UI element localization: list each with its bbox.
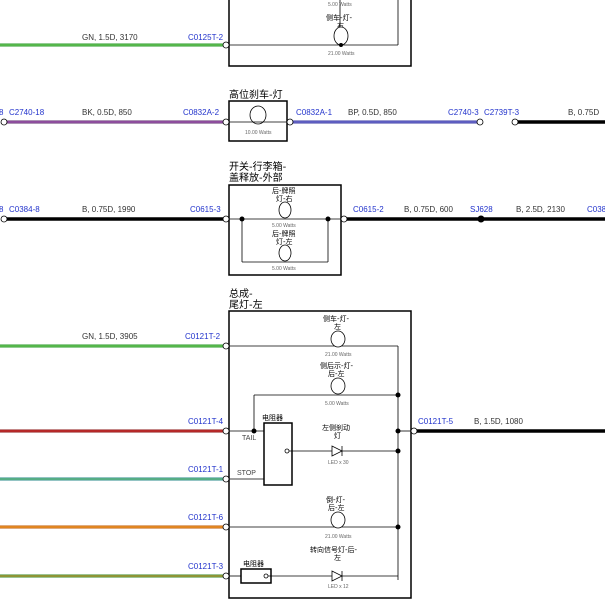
led1-label-1: 左侧刹动 <box>322 423 350 432</box>
lamp1-label-2: 灯-右 <box>276 194 293 203</box>
tail-title-1: 总成- <box>229 287 253 300</box>
led1-count: LED x 30 <box>328 460 349 466</box>
wire-2-conn-right1: C2740-3 <box>448 108 479 117</box>
bulb-icon <box>278 201 292 219</box>
led-icon <box>331 445 343 457</box>
wire-3-conn-mid-left: C0615-3 <box>190 205 221 214</box>
wire-2-conn-right2: C2739T-3 <box>484 108 520 117</box>
wire-7-connector: C0121T-6 <box>188 513 224 522</box>
resistor1-label: 电阻器 <box>262 413 283 422</box>
wire-2-far-left: 8 <box>0 108 4 117</box>
wire-2-conn-mid-right: C0832A-1 <box>296 108 333 117</box>
wire-3-splice: SJ628 <box>470 205 493 214</box>
resistor2-label: 电阻器 <box>243 559 264 568</box>
wire-4-connector: C0121T-2 <box>185 332 221 341</box>
side-rear-label-1: 侧后示-灯- <box>320 361 354 370</box>
wire-8-connector: C0121T-3 <box>188 562 224 571</box>
wire-2-spec-left: BK, 0.5D, 850 <box>82 108 132 117</box>
wire-4-spec: GN, 1.5D, 3905 <box>82 332 138 341</box>
wire-3-far-left: 8 <box>0 205 4 214</box>
wire-6-connector: C0121T-1 <box>188 465 224 474</box>
wire-2-conn-left: C2740-18 <box>9 108 45 117</box>
wire-3-spec-left: B, 0.75D, 1990 <box>82 205 136 214</box>
wire-3-spec-mid: B, 0.75D, 600 <box>404 205 453 214</box>
side-lamp-label-1: 侧车-灯- <box>323 314 350 323</box>
reverse-watts: 21.00 Watts <box>325 534 352 540</box>
bulb-icon <box>330 330 346 348</box>
wire-1-spec: GN, 1.5D, 3170 <box>82 33 138 42</box>
top-lamp-watts: 21.00 Watts <box>328 51 355 57</box>
lamp2-watts: 5.00 Watts <box>272 266 296 272</box>
wire-6: C0121T-1 <box>0 465 230 483</box>
wire-3-conn-mid-right: C0615-2 <box>353 205 384 214</box>
lamp2-label-2: 灯-左 <box>276 237 293 246</box>
wire-4: GN, 1.5D, 3905 C0121T-2 <box>0 332 230 350</box>
led-icon <box>331 570 343 582</box>
wire-5: C0121T-4 C0121T-5 B, 1.5D, 1080 <box>0 417 605 435</box>
trunk-title-1: 开关-行李箱- <box>229 160 287 173</box>
reverse-label-2: 后-左 <box>328 503 345 512</box>
wire-5-connector: C0121T-4 <box>188 417 224 426</box>
wire-5-out-connector: C0121T-5 <box>418 417 454 426</box>
led1-label-2: 灯 <box>334 431 341 440</box>
top-lamp-label-1: 侧车-灯- <box>326 13 353 22</box>
wire-2: 8 C2740-18 BK, 0.5D, 850 C0832A-2 C0832A… <box>0 108 605 126</box>
led2-label-1: 转向信号灯-后- <box>310 545 358 554</box>
wire-3: 8 C0384-8 B, 0.75D, 1990 C0615-3 C0615-2… <box>0 205 605 223</box>
lamp1-label-1: 后-牌照 <box>272 186 296 195</box>
wire-8: C0121T-3 <box>0 562 230 580</box>
trunk-switch-box: 开关-行李箱- 盖释放-外部 后-牌照 灯-右 5.00 Watts 后-牌照 … <box>228 160 342 276</box>
reverse-label-1: 倒-灯- <box>326 495 346 504</box>
wire-5-out-spec: B, 1.5D, 1080 <box>474 417 523 426</box>
lamp2-label-1: 后-牌照 <box>272 229 296 238</box>
pin-stop: STOP <box>237 470 256 477</box>
wire-1: GN, 1.5D, 3170 C0125T-2 <box>0 33 230 49</box>
top-lamp-box: 5.00 Watts 侧车-灯- 右 21.00 Watts <box>228 0 412 67</box>
bulb-icon <box>330 511 346 529</box>
wire-2-spec-far-right: B, 0.75D <box>568 108 599 117</box>
tail-assembly-box: 总成- 尾灯-左 侧车-灯- 左 21.00 Watts 侧后示-灯- 后-左 … <box>228 287 412 599</box>
side-lamp-label-2: 左 <box>334 322 341 331</box>
wire-1-connector: C0125T-2 <box>188 33 224 42</box>
bulb-icon <box>330 377 346 395</box>
lamp1-watts: 5.00 Watts <box>272 223 296 229</box>
trunk-title-2: 盖释放-外部 <box>229 171 283 184</box>
wire-3-conn-far-right: C038 <box>587 205 605 214</box>
side-rear-label-2: 后-左 <box>328 369 345 378</box>
high-brake-watts: 10.00 Watts <box>245 130 272 136</box>
high-brake-title: 高位刹车-灯 <box>229 88 283 101</box>
side-rear-watts: 5.00 Watts <box>325 401 349 407</box>
high-brake-lamp: 高位刹车-灯 10.00 Watts <box>228 88 288 142</box>
bulb-icon <box>278 244 292 262</box>
top-lamp-watts-top: 5.00 Watts <box>328 2 352 8</box>
wire-3-conn-left: C0384-8 <box>9 205 40 214</box>
wire-2-conn-mid-left: C0832A-2 <box>183 108 220 117</box>
tail-title-2: 尾灯-左 <box>229 298 263 311</box>
wire-2-spec-right: BP, 0.5D, 850 <box>348 108 397 117</box>
bulb-icon <box>249 105 267 125</box>
resistor-icon <box>263 422 293 486</box>
top-lamp-label-2: 右 <box>337 21 344 30</box>
bulb-icon <box>333 26 349 46</box>
wire-3-spec-right: B, 2.5D, 2130 <box>516 205 565 214</box>
led2-count: LED x 12 <box>328 584 349 590</box>
side-watts: 21.00 Watts <box>325 352 352 358</box>
led2-label-2: 左 <box>334 553 341 562</box>
pin-tail: TAIL <box>242 435 256 442</box>
wire-7: C0121T-6 <box>0 513 230 531</box>
